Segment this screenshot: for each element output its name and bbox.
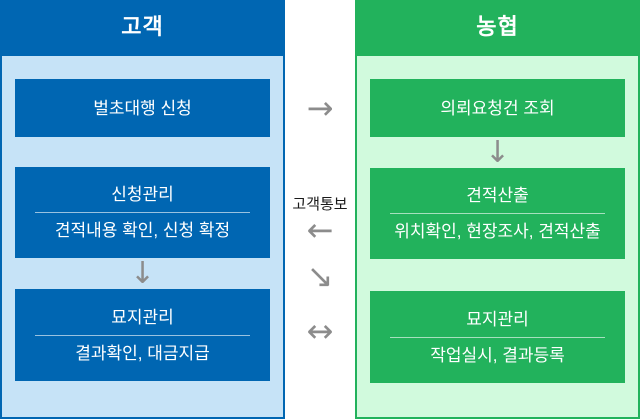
separator-line bbox=[35, 334, 250, 336]
customer-notify-label: 고객통보 bbox=[292, 196, 348, 213]
separator-line bbox=[35, 212, 250, 213]
spacer bbox=[357, 259, 638, 291]
box-mowing-application: 벌초대행 신청 bbox=[15, 79, 270, 137]
separator-line bbox=[390, 336, 605, 338]
spacer bbox=[2, 137, 283, 167]
box-title: 견적산출 bbox=[466, 186, 529, 205]
box-title: 신청관리 bbox=[111, 185, 174, 204]
arrow-left-icon: ← bbox=[306, 211, 334, 249]
arrow-left-right-icon: ↔ bbox=[306, 312, 334, 350]
box-grave-management-customer: 묘지관리 결과확인, 대금지급 bbox=[15, 289, 270, 381]
box-request-inquiry: 의뢰요청건 조회 bbox=[370, 79, 625, 137]
arrow-down-right-icon: ↘ bbox=[306, 257, 334, 295]
box-subtitle: 작업실시, 결과등록 bbox=[430, 345, 565, 365]
box-subtitle: 견적내용 확인, 신청 확정 bbox=[54, 221, 231, 240]
connector-gap: → 고객통보 ← ↘ ↔ bbox=[285, 0, 355, 419]
nonghyup-column-header: 농협 bbox=[355, 0, 640, 54]
arrow-down-icon: ↓ bbox=[484, 135, 511, 170]
customer-column-body: 벌초대행 신청 신청관리 견적내용 확인, 신청 확정 ↓ 묘지관리 결과확인,… bbox=[0, 54, 285, 419]
nonghyup-column-body: 의뢰요청건 조회 ↓ 견적산출 위치확인, 현장조사, 견적산출 묘지관리 작업… bbox=[355, 54, 640, 419]
box-quote-calculation: 견적산출 위치확인, 현장조사, 견적산출 bbox=[370, 168, 625, 259]
box-grave-management-nonghyup: 묘지관리 작업실시, 결과등록 bbox=[370, 291, 625, 383]
nonghyup-column: 농협 의뢰요청건 조회 ↓ 견적산출 위치확인, 현장조사, 견적산출 묘지관리… bbox=[355, 0, 640, 419]
box-subtitle: 결과확인, 대금지급 bbox=[75, 343, 210, 363]
box-title: 의뢰요청건 조회 bbox=[440, 98, 555, 118]
box-title: 벌초대행 신청 bbox=[93, 98, 192, 118]
separator-line bbox=[390, 213, 605, 214]
box-title: 묘지관리 bbox=[111, 307, 174, 327]
customer-column-header: 고객 bbox=[0, 0, 285, 54]
arrow-right-icon: → bbox=[306, 89, 334, 127]
box-title: 묘지관리 bbox=[466, 309, 529, 329]
box-subtitle: 위치확인, 현장조사, 견적산출 bbox=[394, 222, 601, 241]
customer-column: 고객 벌초대행 신청 신청관리 견적내용 확인, 신청 확정 ↓ 묘지관리 결과… bbox=[0, 0, 285, 419]
arrow-down-icon: ↓ bbox=[129, 256, 156, 291]
box-application-management: 신청관리 견적내용 확인, 신청 확정 bbox=[15, 167, 270, 258]
